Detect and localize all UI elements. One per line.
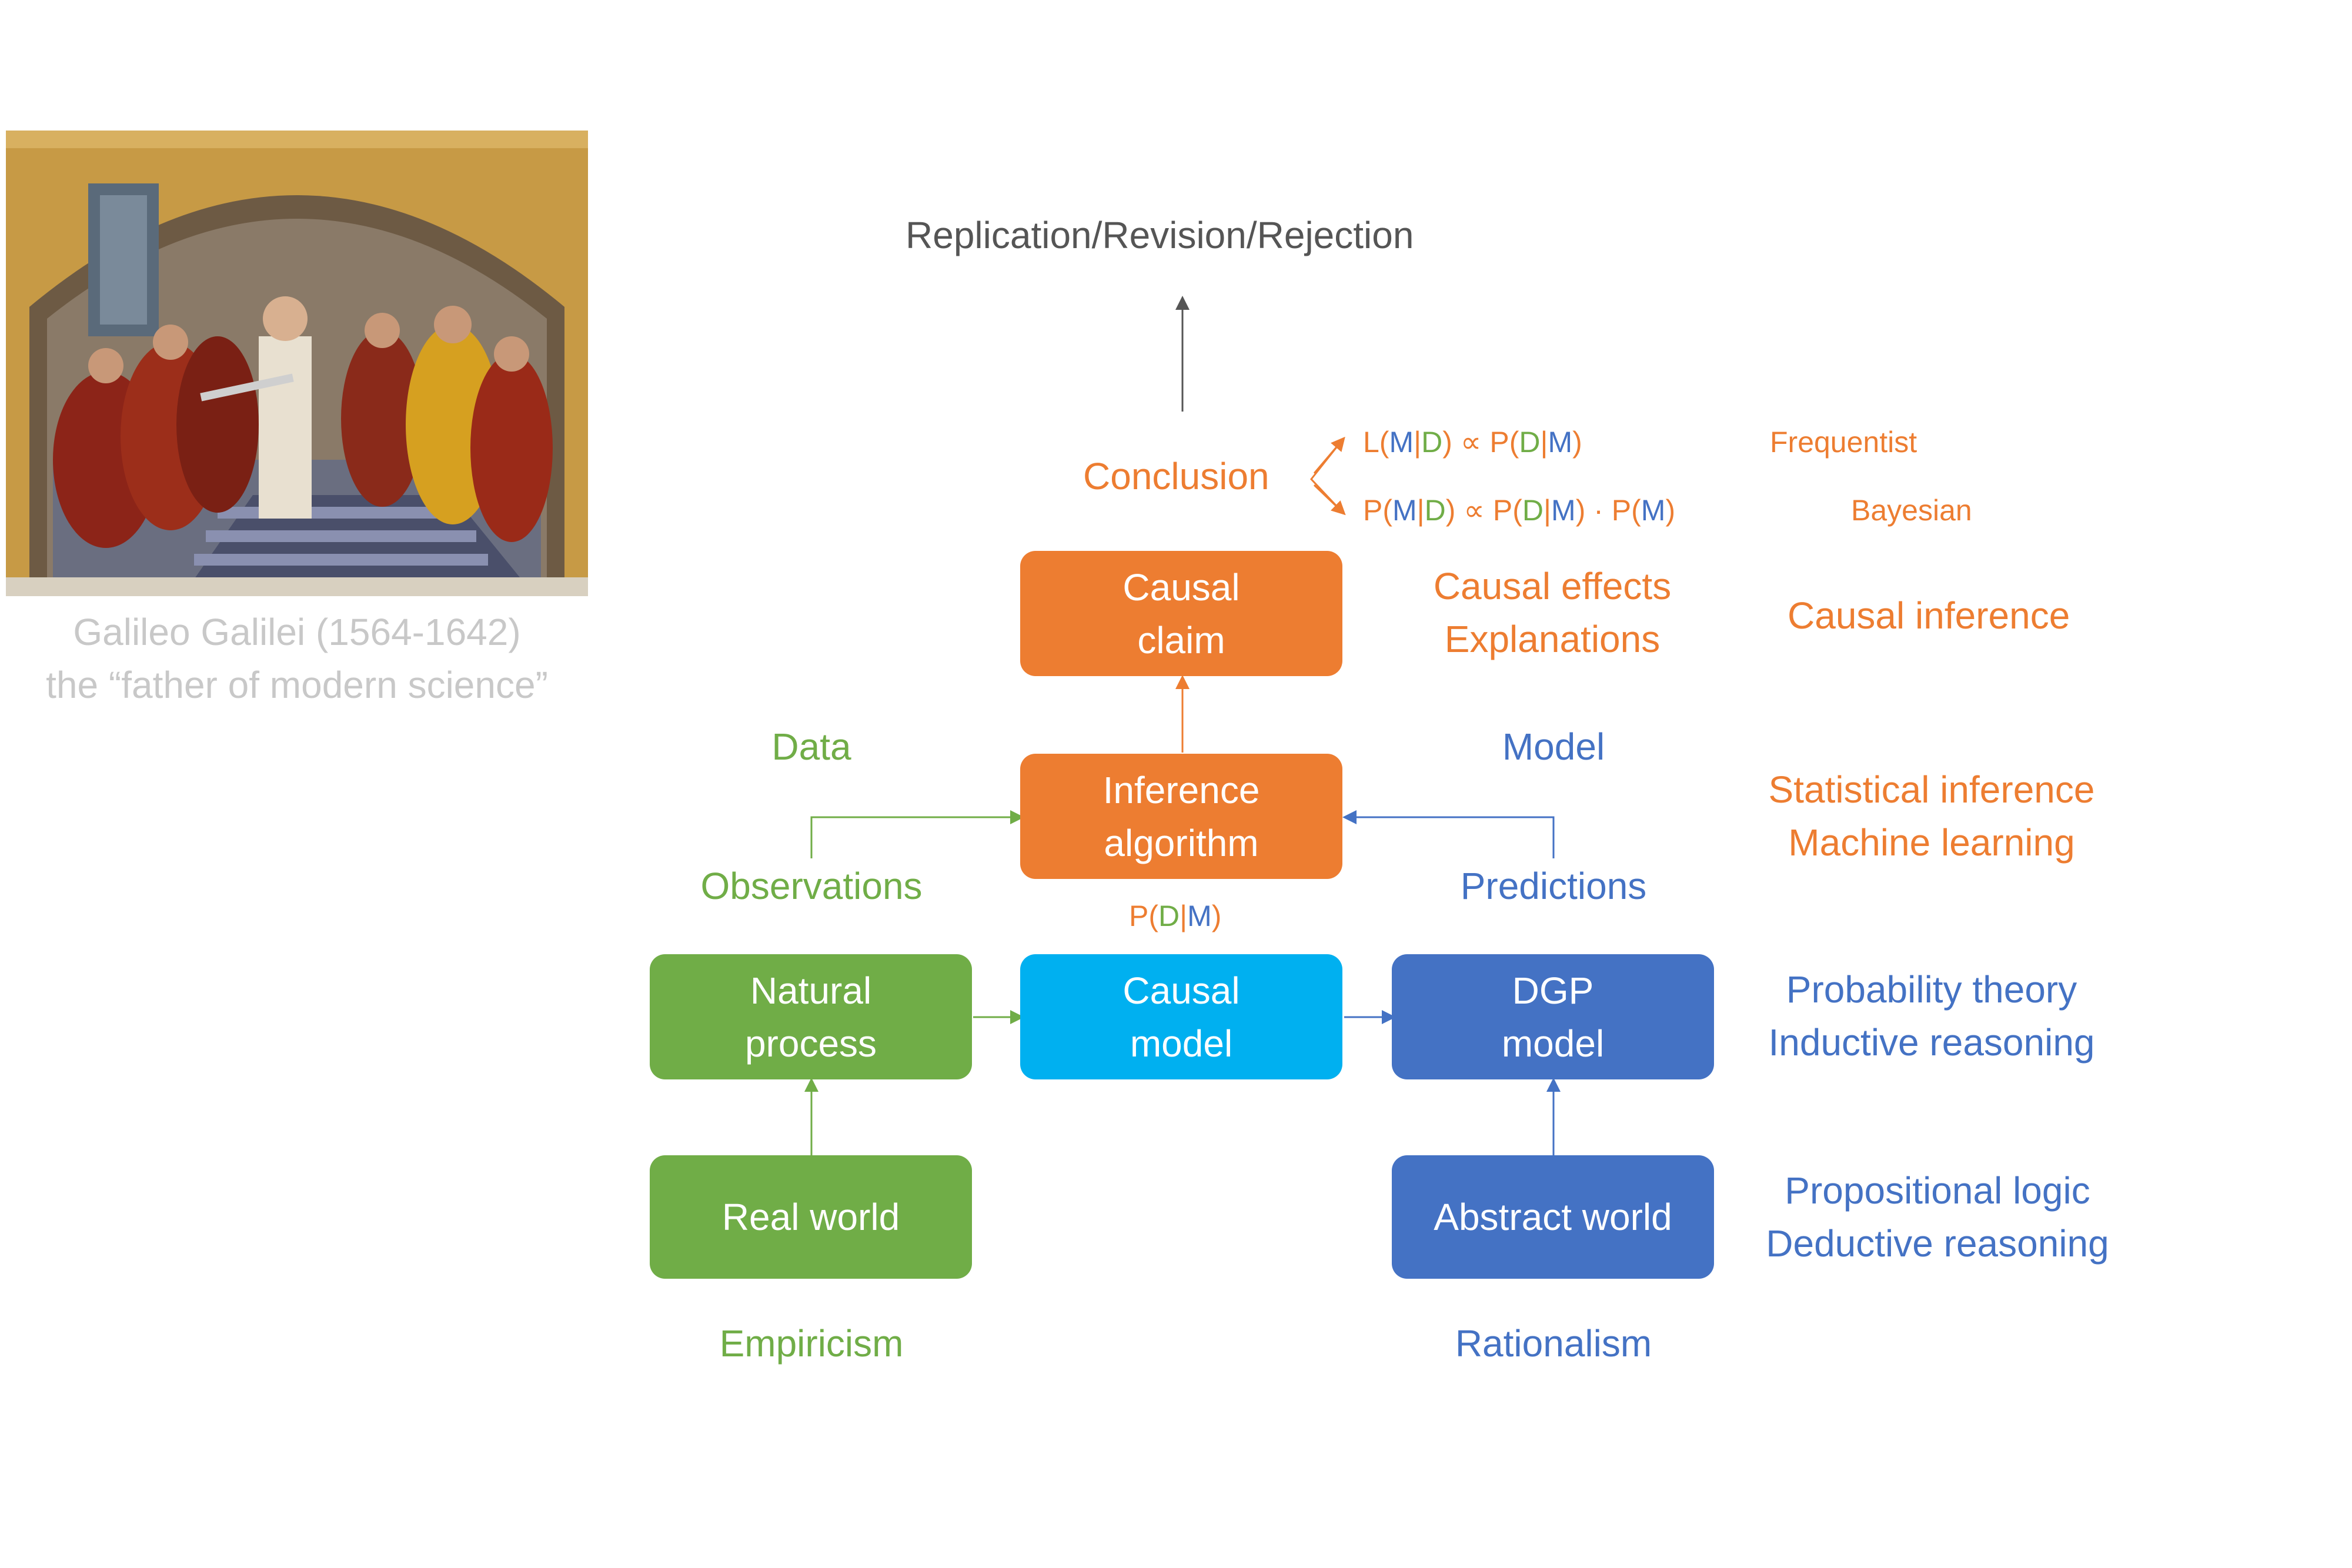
formula-d: D [1519, 426, 1541, 459]
caption-line-2: the “father of modern science” [46, 664, 548, 706]
causal-inference-label: Causal inference [1788, 594, 2070, 637]
arrow-branch-down [1313, 484, 1346, 516]
causal-model-line1: Causal [1122, 969, 1240, 1012]
formula-bar: | [1544, 494, 1552, 527]
natural-process-line1: Natural [750, 969, 872, 1012]
formula-m: M [1392, 494, 1417, 527]
formula-text: L( [1363, 426, 1389, 459]
observations-label: Observations [700, 865, 923, 907]
caption-line-1: Galileo Galilei (1564-1642) [73, 611, 521, 653]
formula-m: M [1551, 494, 1576, 527]
arrow-predictions-to-inference [1342, 810, 1555, 858]
formula-text: P( [1129, 900, 1158, 932]
natural-process-line2: process [744, 1022, 877, 1065]
dgp-model-line1: DGP [1512, 969, 1594, 1012]
formula-text: ) · P( [1575, 494, 1641, 527]
formula-m: M [1389, 426, 1414, 459]
causal-model-line2: model [1130, 1022, 1233, 1065]
causal-claim-line1: Causal [1122, 566, 1240, 609]
real-world-box: Real world [650, 1155, 972, 1279]
formula-text: ) ∝ P( [1445, 494, 1522, 527]
replication-label: Replication/Revision/Rejection [906, 214, 1414, 256]
formula-text: ) [1665, 494, 1676, 527]
inference-algorithm-box: Inference algorithm [1020, 754, 1342, 879]
natural-process-box: Natural process [650, 954, 972, 1079]
inference-line2: algorithm [1104, 821, 1259, 864]
predictions-label: Predictions [1460, 865, 1647, 907]
causal-effects-label: Causal effects [1433, 565, 1672, 607]
explanations-label: Explanations [1444, 618, 1661, 660]
machine-learning-label: Machine learning [1788, 821, 2075, 864]
formula-m: M [1548, 426, 1573, 459]
causal-claim-box: Causal claim [1020, 551, 1342, 676]
formula-bar: | [1416, 494, 1425, 527]
formula-bar: | [1414, 426, 1422, 459]
formula-bar: | [1180, 900, 1188, 932]
statistical-inference-label: Statistical inference [1768, 768, 2095, 811]
frequentist-formula: L(M|D) ∝ P(D|M) [1363, 424, 1582, 460]
probability-theory-label: Probability theory [1786, 968, 2077, 1011]
data-label: Data [771, 726, 851, 768]
formula-text: ) [1572, 426, 1582, 459]
causal-model-box: Causal model [1020, 954, 1342, 1079]
formula-bar: | [1540, 426, 1548, 459]
real-world-label: Real world [721, 1196, 900, 1238]
model-label: Model [1502, 726, 1605, 768]
bayesian-label: Bayesian [1851, 494, 1972, 527]
abstract-world-label: Abstract world [1434, 1196, 1672, 1238]
conclusion-label: Conclusion [1083, 455, 1269, 497]
bayesian-formula: P(M|D) ∝ P(D|M) · P(M) [1363, 493, 1675, 528]
deductive-reasoning-label: Deductive reasoning [1766, 1222, 2109, 1265]
arrow-conclusion-branch [1310, 442, 1342, 511]
formula-text: P( [1363, 494, 1392, 527]
galileo-painting [6, 131, 588, 596]
formula-m: M [1187, 900, 1212, 932]
formula-d: D [1158, 900, 1180, 932]
arrow-observations-to-inference [810, 810, 1024, 858]
formula-text: ) [1211, 900, 1222, 932]
dgp-model-box: DGP model [1392, 954, 1714, 1079]
arrow-branch-up [1313, 436, 1345, 474]
inductive-reasoning-label: Inductive reasoning [1768, 1021, 2095, 1064]
formula-d: D [1522, 494, 1544, 527]
causal-claim-line2: claim [1137, 618, 1225, 661]
formula-m: M [1641, 494, 1666, 527]
propositional-logic-label: Propositional logic [1785, 1169, 2090, 1212]
formula-d: D [1421, 426, 1443, 459]
painting-caption: Galileo Galilei (1564-1642) the “father … [0, 606, 594, 711]
pdm-formula: P(D|M) [1129, 898, 1221, 934]
rationalism-label: Rationalism [1455, 1322, 1652, 1365]
formula-text: ) ∝ P( [1442, 426, 1519, 459]
galileo-fresco-image [6, 131, 588, 596]
formula-d: D [1424, 494, 1446, 527]
dgp-model-line2: model [1501, 1022, 1605, 1065]
abstract-world-box: Abstract world [1392, 1155, 1714, 1279]
empiricism-label: Empiricism [719, 1322, 904, 1365]
inference-line1: Inference [1102, 768, 1260, 811]
frequentist-label: Frequentist [1770, 426, 1917, 459]
